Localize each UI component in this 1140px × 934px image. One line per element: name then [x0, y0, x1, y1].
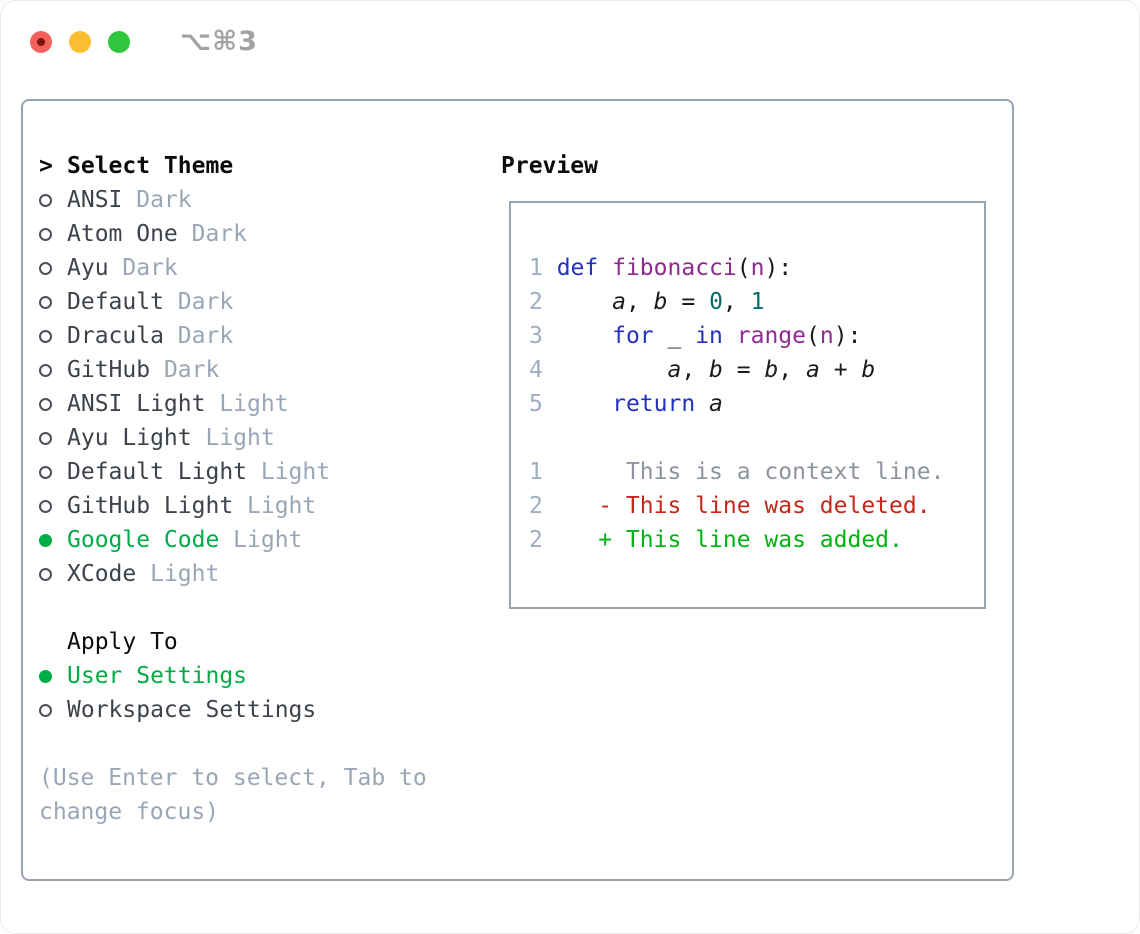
preview-line: 3 for _ in range(n):	[529, 319, 984, 353]
preview-line: 2 a, b = 0, 1	[529, 285, 984, 319]
selection-cursor-icon: >	[39, 153, 53, 179]
theme-variant-tag: Light	[260, 459, 331, 485]
line-number: 2	[529, 289, 543, 315]
spacer	[39, 591, 471, 625]
line-number: 4	[529, 357, 543, 383]
radio-icon	[39, 295, 67, 309]
theme-option-xcode[interactable]: XCode Light	[39, 557, 471, 591]
theme-variant-tag: Dark	[177, 289, 234, 315]
theme-name: ANSI	[67, 187, 123, 213]
window-shortcut-label: ⌥⌘3	[180, 26, 258, 57]
theme-option-default[interactable]: Default Dark	[39, 285, 471, 319]
radio-icon	[39, 329, 67, 343]
theme-name: Default Light	[67, 459, 248, 485]
theme-variant-tag: Light	[247, 493, 317, 519]
theme-variant-tag: Dark	[191, 221, 248, 247]
theme-variant-tag: Light	[233, 527, 303, 553]
theme-option-dracula[interactable]: Dracula Dark	[39, 319, 471, 353]
title-bar: ⌥⌘3	[30, 26, 258, 57]
close-button[interactable]	[30, 30, 52, 53]
radio-icon	[39, 193, 67, 207]
theme-name: Default	[67, 289, 164, 315]
line-number: 1	[529, 459, 543, 485]
apply-to-title: Apply To	[67, 629, 178, 655]
theme-option-ansi[interactable]: ANSI Dark	[39, 183, 471, 217]
theme-name: GitHub Light	[67, 493, 234, 519]
select-theme-header: > Select Theme	[39, 149, 471, 183]
theme-variant-tag: Dark	[122, 255, 178, 281]
line-number	[529, 421, 543, 455]
theme-option-ayu-light[interactable]: Ayu Light Light	[39, 421, 471, 455]
radio-icon	[39, 465, 67, 479]
line-number: 2	[529, 527, 543, 553]
line-number: 3	[529, 323, 543, 349]
apply-to-header: Apply To	[39, 625, 471, 659]
apply-option-user-settings[interactable]: User Settings	[39, 659, 471, 693]
preview-line: 5 return a	[529, 387, 984, 421]
line-number: 1	[529, 255, 543, 281]
radio-icon	[39, 363, 67, 377]
theme-option-ansi-light[interactable]: ANSI Light Light	[39, 387, 471, 421]
preview-line: 2 - This line was deleted.	[529, 489, 984, 523]
radio-icon	[39, 567, 67, 581]
radio-icon	[39, 499, 67, 513]
theme-name: ANSI Light	[67, 391, 206, 417]
radio-selected-icon	[39, 533, 67, 547]
theme-variant-tag: Dark	[177, 323, 234, 349]
theme-variant-tag: Light	[219, 391, 289, 417]
theme-option-atom-one[interactable]: Atom One Dark	[39, 217, 471, 251]
theme-variant-tag: Light	[150, 561, 220, 587]
zoom-button[interactable]	[108, 30, 130, 53]
theme-option-ayu[interactable]: Ayu Dark	[39, 251, 471, 285]
radio-icon	[39, 227, 67, 241]
theme-option-github[interactable]: GitHub Dark	[39, 353, 471, 387]
radio-icon	[39, 261, 67, 275]
apply-option-label: User Settings	[67, 663, 248, 689]
theme-name: XCode	[67, 561, 137, 587]
preview-line: 1 This is a context line.	[529, 455, 984, 489]
radio-icon	[39, 703, 67, 717]
line-number: 5	[529, 391, 543, 417]
radio-icon	[39, 431, 67, 445]
theme-option-default-light[interactable]: Default Light Light	[39, 455, 471, 489]
preview-line: 4 a, b = b, a + b	[529, 353, 984, 387]
apply-option-workspace-settings[interactable]: Workspace Settings	[39, 693, 471, 727]
preview-line: 2 + This line was added.	[529, 523, 984, 557]
theme-name: Google Code	[67, 527, 220, 553]
theme-variant-tag: Light	[205, 425, 275, 451]
preview-line	[529, 421, 984, 455]
line-number: 2	[529, 493, 543, 519]
theme-name: Ayu	[67, 255, 109, 281]
minimize-button[interactable]	[69, 30, 91, 53]
theme-name: Ayu Light	[67, 425, 192, 451]
theme-name: GitHub	[67, 357, 151, 383]
theme-name: Dracula	[67, 323, 164, 349]
apply-option-label: Workspace Settings	[67, 697, 317, 723]
theme-variant-tag: Dark	[163, 357, 220, 383]
theme-variant-tag: Dark	[136, 187, 192, 213]
theme-list-title: Select Theme	[67, 153, 234, 179]
radio-selected-icon	[39, 669, 67, 683]
preview-line: 1 def fibonacci(n):	[529, 251, 984, 285]
preview-title: Preview	[501, 153, 598, 179]
radio-icon	[39, 397, 67, 411]
theme-name: Atom One	[67, 221, 178, 247]
theme-option-google-code[interactable]: Google Code Light	[39, 523, 471, 557]
theme-option-github-light[interactable]: GitHub Light Light	[39, 489, 471, 523]
help-text: (Use Enter to select, Tab to change focu…	[39, 765, 427, 825]
